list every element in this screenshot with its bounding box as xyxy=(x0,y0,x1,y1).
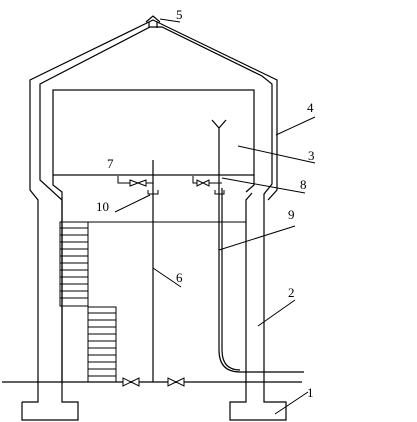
label-4: 4 xyxy=(307,100,314,115)
outlet-pipe xyxy=(211,119,304,373)
ladder-lower xyxy=(87,306,117,383)
leader-6 xyxy=(152,267,182,288)
leader-8 xyxy=(221,177,306,194)
label-6: 6 xyxy=(176,270,183,285)
leader-10 xyxy=(114,194,151,213)
label-1: 1 xyxy=(307,385,314,400)
leader-3 xyxy=(237,145,316,164)
inlet-nozzle xyxy=(147,190,159,195)
label-2: 2 xyxy=(288,285,295,300)
label-10: 10 xyxy=(96,199,109,214)
label-7: 7 xyxy=(107,156,114,171)
label-5: 5 xyxy=(176,7,183,22)
ladder-rungs xyxy=(60,227,116,377)
leader-1 xyxy=(274,391,309,415)
label-3: 3 xyxy=(308,148,315,163)
vent-cap xyxy=(145,15,161,28)
leader-9 xyxy=(218,225,296,251)
outer-shell-left-leg xyxy=(22,19,278,403)
leader-4 xyxy=(275,116,316,136)
leader-5 xyxy=(159,18,181,23)
ground-valve-left xyxy=(122,377,140,387)
tank-floor xyxy=(52,175,255,382)
small-valve-right xyxy=(196,179,210,187)
label-9: 9 xyxy=(288,207,295,222)
small-valve-left xyxy=(129,179,147,187)
ladder-upper xyxy=(59,221,89,307)
ground-valve-right xyxy=(167,377,185,387)
label-8: 8 xyxy=(300,177,307,192)
outer-shell xyxy=(21,26,287,421)
outlet-pipe-outer xyxy=(221,188,241,371)
leader-2 xyxy=(257,299,296,327)
